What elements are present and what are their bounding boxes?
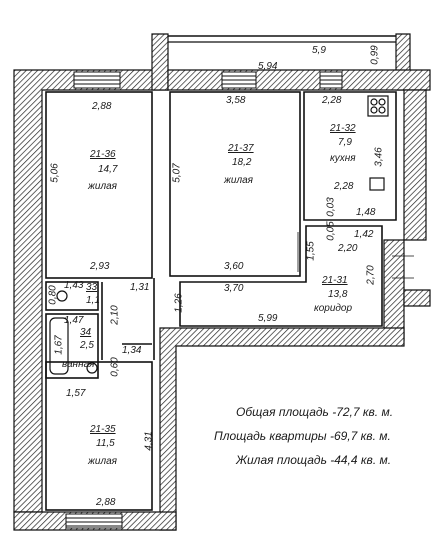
dim-balcony-depth: 0,99 xyxy=(369,45,381,65)
dim-bath-top: 1,47 xyxy=(64,315,84,326)
room-21-31-name: коридор xyxy=(314,303,353,314)
fixtures xyxy=(49,95,389,375)
toilet-icon xyxy=(56,290,68,302)
room-21-37-number: 21-37 xyxy=(228,143,254,154)
room-21-36-area: 14,7 xyxy=(98,164,118,175)
room-21-32-name: кухня xyxy=(330,153,356,164)
windows xyxy=(65,71,343,529)
dim-corr-mid: 3,70 xyxy=(224,283,244,294)
room-34-area: 2,5 xyxy=(80,340,94,351)
dim-r36-top: 2,88 xyxy=(92,101,112,112)
summary-total: Общая площадь -72,7 кв. м. xyxy=(236,405,394,419)
dimension-lines xyxy=(297,232,414,279)
dim-bath-bottom-side: 0,60 xyxy=(109,357,121,377)
sink-icon xyxy=(369,177,385,191)
room-21-31-number: 21-31 xyxy=(322,275,348,286)
room-33-number: 33 xyxy=(86,282,98,293)
room-21-35-name: жилая xyxy=(88,456,117,467)
dim-top-span: 5,94 xyxy=(258,61,278,72)
wall-corridor-bottom xyxy=(159,327,405,531)
room-34-name: ванная xyxy=(62,359,95,370)
dim-r37-top: 3,58 xyxy=(226,95,246,106)
room-34-number: 34 xyxy=(80,327,92,338)
dim-kitchen-step: 0,03 xyxy=(325,197,337,217)
room-21-32-number: 21-32 xyxy=(330,123,356,134)
dim-bath-right: 2,10 xyxy=(109,305,121,325)
dim-wc-right: 1,31 xyxy=(130,282,150,293)
room-21-37-name: жилая xyxy=(224,175,253,186)
dim-r35-bottom: 2,88 xyxy=(96,497,116,508)
room-21-36-number: 21-36 xyxy=(90,149,116,160)
wall-right-lower xyxy=(383,239,405,341)
summary-living: Жилая площадь -44,4 кв. м. xyxy=(236,453,392,467)
dim-wc-side: 0,80 xyxy=(47,285,59,305)
balcony xyxy=(168,35,396,43)
dim-corr-vert: 1,26 xyxy=(173,293,185,313)
wall-right xyxy=(403,89,427,241)
outer-walls xyxy=(13,33,431,531)
dim-corr-bottom: 5,99 xyxy=(258,313,278,324)
dim-r37-height: 5,07 xyxy=(171,163,183,183)
room-21-35-area: 11,5 xyxy=(96,438,115,449)
room-21-37-area: 18,2 xyxy=(232,157,252,168)
dim-balcony-width: 5,9 xyxy=(312,45,326,56)
room-21-32-area: 7,9 xyxy=(338,137,352,148)
dim-r35-top: 1,57 xyxy=(66,388,86,399)
room-33-area: 1,1 xyxy=(86,295,100,306)
dim-corr-top2: 2,20 xyxy=(338,243,358,254)
stove-icon xyxy=(367,95,389,117)
dim-r36-height: 5,06 xyxy=(49,163,61,183)
wall-balcony-left-pillar xyxy=(151,33,169,91)
room-21-36-name: жилая xyxy=(88,181,117,192)
dim-bath-bottom: 1,34 xyxy=(122,345,142,356)
dim-r36-bottom: 2,93 xyxy=(90,261,110,272)
dim-r37-bottom: 3,60 xyxy=(224,261,244,272)
dim-bath-side: 1,67 xyxy=(53,335,65,355)
dim-r35-height: 4,31 xyxy=(143,431,155,451)
wall-top-right xyxy=(167,69,431,91)
dim-corr-side-left: 1,55 xyxy=(305,241,317,261)
dim-kitchen-step2: 0,05 xyxy=(325,221,337,241)
bathtub-icon xyxy=(49,317,69,375)
dim-kitchen-mid: 2,28 xyxy=(334,181,354,192)
wall-right-outer-lower xyxy=(403,289,431,307)
dim-corr-top: 1,42 xyxy=(354,229,374,240)
washbasin-icon xyxy=(86,362,98,374)
dim-kitchen-bottom: 1,48 xyxy=(356,207,376,218)
summary-apartment: Площадь квартиры -69,7 кв. м. xyxy=(214,429,391,443)
room-21-35-number: 21-35 xyxy=(90,424,116,435)
room-21-31-area: 13,8 xyxy=(328,289,348,300)
inner-walls xyxy=(45,91,397,511)
dim-kitchen-height: 3,46 xyxy=(373,147,385,167)
dim-wc-top: 1,43 xyxy=(64,280,84,291)
dim-kitchen-top: 2,28 xyxy=(322,95,342,106)
dim-corr-side-right: 2,70 xyxy=(365,265,377,285)
